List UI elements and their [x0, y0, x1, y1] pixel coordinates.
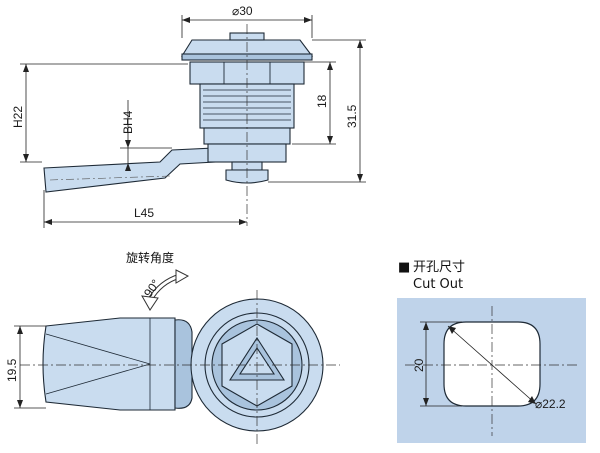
front-lever-neck [174, 319, 193, 409]
front-view [20, 290, 340, 445]
front-lever [42, 317, 176, 411]
dim-18: 18 [292, 61, 336, 145]
dim-l45: L45 [43, 190, 247, 228]
dim-31-5-label: 31.5 [345, 104, 359, 128]
dim-h22-label: H22 [11, 106, 25, 128]
dim-19-5: 19.5 [5, 325, 46, 409]
dim-bh4: BH4 [120, 100, 172, 171]
rotation-annotation: 旋转角度 90° [126, 250, 190, 311]
dim-top-diameter-label: ⌀30 [232, 4, 253, 18]
cutout-subtitle: Cut Out [413, 277, 463, 292]
dim-l45-label: L45 [134, 206, 154, 220]
dim-top-diameter: ⌀30 [181, 4, 313, 38]
rotation-arrow-head [175, 269, 190, 284]
dim-31-5: 31.5 [268, 39, 366, 183]
front-triangle-inner [238, 346, 276, 375]
cutout-section: ■ 开孔尺寸 Cut Out ⌀22.2 20 [397, 260, 586, 443]
cutout-title: 开孔尺寸 [413, 260, 465, 275]
cutout-diagonal [447, 325, 537, 405]
dim-18-label: 18 [315, 94, 329, 108]
side-view [43, 24, 314, 226]
lever-centerline [49, 175, 171, 181]
cutout-diameter-label: ⌀22.2 [535, 397, 566, 411]
rotation-caption: 旋转角度 [126, 250, 174, 265]
cutout-marker: ■ [398, 260, 410, 275]
dim-19-5-label: 19.5 [5, 358, 19, 382]
cutout-height-label: 20 [412, 358, 426, 372]
dim-bh4-label: BH4 [121, 110, 135, 134]
dim-h22: H22 [11, 63, 188, 163]
